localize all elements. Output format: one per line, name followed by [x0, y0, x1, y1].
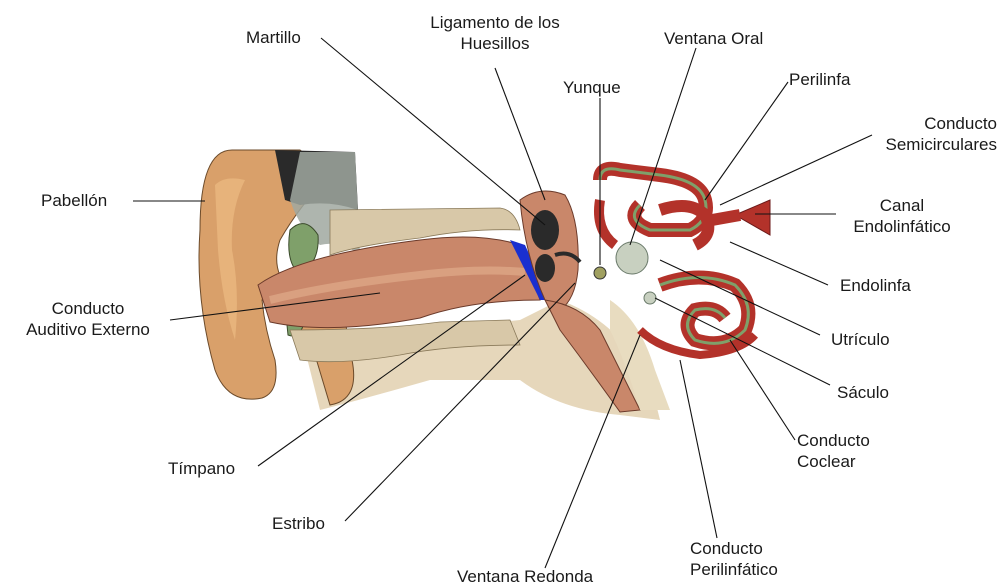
label-endolinfa: Endolinfa	[840, 275, 911, 296]
cochlea-shape	[660, 278, 748, 344]
label-utriculo: Utrículo	[831, 329, 890, 350]
label-canal-line2: Endolinfático	[832, 216, 972, 237]
label-coclear-line1: Conducto	[797, 430, 870, 451]
label-canal-line1: Canal	[832, 195, 972, 216]
label-coclear-line2: Coclear	[797, 451, 870, 472]
label-perilinfatico-line2: Perilinfático	[690, 559, 778, 580]
label-conducto-auditivo-externo: Conducto Auditivo Externo	[8, 298, 168, 340]
label-saculo: Sáculo	[837, 382, 889, 403]
label-estribo: Estribo	[272, 513, 325, 534]
label-ligamento-line1: Ligamento de los	[410, 12, 580, 33]
label-conducto-coclear: Conducto Coclear	[797, 430, 870, 472]
label-ventana-redonda: Ventana Redonda	[457, 566, 593, 587]
label-semicirculares-line2: Semicirculares	[857, 134, 997, 155]
label-martillo: Martillo	[246, 27, 301, 48]
label-conducto-perilinfatico: Conducto Perilinfático	[690, 538, 778, 580]
label-ligamento-line2: Huesillos	[410, 33, 580, 54]
label-auditivo-line2: Auditivo Externo	[8, 319, 168, 340]
label-ventana-oral: Ventana Oral	[664, 28, 763, 49]
label-perilinfatico-line1: Conducto	[690, 538, 778, 559]
label-perilinfa: Perilinfa	[789, 69, 850, 90]
incus-shape	[594, 267, 606, 279]
label-semicirculares-line1: Conducto	[857, 113, 997, 134]
malleus-shape	[531, 210, 559, 250]
label-canal-endolinfatico: Canal Endolinfático	[832, 195, 972, 237]
label-ligamento-de-los-huesillos: Ligamento de los Huesillos	[410, 12, 580, 54]
label-yunque: Yunque	[563, 77, 621, 98]
label-auditivo-line1: Conducto	[8, 298, 168, 319]
label-timpano: Tímpano	[168, 458, 235, 479]
label-conducto-semicirculares: Conducto Semicirculares	[857, 113, 997, 155]
label-pabellon: Pabellón	[41, 190, 107, 211]
